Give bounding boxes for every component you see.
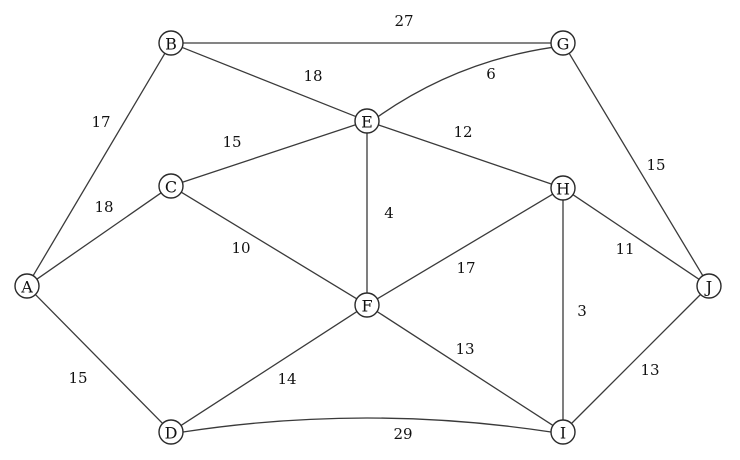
edge-a-b (32, 52, 166, 277)
edge-weight-i-j: 13 (640, 361, 659, 379)
edge-weight-b-e: 18 (303, 67, 322, 85)
node-circle (158, 419, 184, 445)
node-label: J (704, 278, 712, 297)
edge-e-h (378, 124, 552, 185)
edge-f-h (376, 193, 554, 300)
edge-weight-h-i: 3 (577, 302, 587, 320)
edge-weight-e-f: 4 (384, 204, 394, 222)
edge-h-j (572, 194, 700, 280)
edge-b-e (181, 46, 357, 118)
edge-weight-e-h: 12 (453, 123, 472, 141)
node-label: G (557, 35, 570, 54)
node-label: D (165, 424, 178, 443)
edge-f-i (376, 310, 554, 427)
node-c: C (158, 173, 184, 199)
edge-c-f (180, 191, 358, 300)
edge-weight-a-d: 15 (68, 369, 87, 387)
edge-weight-a-b: 17 (91, 113, 110, 131)
node-circle (158, 30, 184, 56)
node-label: C (165, 178, 177, 197)
node-e: E (354, 108, 380, 134)
node-circle (550, 419, 576, 445)
node-circle (354, 292, 380, 318)
edge-weight-f-h: 17 (456, 259, 475, 277)
edge-weight-f-i: 13 (455, 340, 474, 358)
edge-weight-h-j: 11 (615, 240, 634, 258)
edge-weight-d-i: 29 (393, 425, 412, 443)
edge-d-f (180, 310, 358, 427)
edge-a-c (36, 192, 162, 280)
node-label: H (556, 180, 570, 199)
node-label: E (361, 113, 373, 132)
edge-i-j (571, 294, 701, 424)
nodes-layer: A B C D E F G H I J (14, 30, 722, 445)
edge-c-e (182, 124, 356, 183)
edge-weight-b-g: 27 (394, 12, 413, 30)
node-circle (14, 273, 40, 299)
node-label: I (560, 424, 566, 443)
edge-e-g (377, 46, 552, 118)
edge-weight-d-f: 14 (277, 370, 296, 388)
edge-a-d (34, 294, 164, 424)
edge-weight-c-e: 15 (222, 133, 241, 151)
edge-weight-c-f: 10 (231, 239, 250, 257)
node-h: H (550, 175, 576, 201)
node-label: A (20, 278, 33, 297)
node-i: I (550, 419, 576, 445)
node-j: J (696, 273, 722, 299)
node-f: F (354, 292, 380, 318)
edge-g-j (568, 52, 704, 277)
node-circle (550, 30, 576, 56)
edge-weight-a-c: 18 (94, 198, 113, 216)
node-label: B (165, 35, 177, 54)
node-circle (550, 175, 576, 201)
node-d: D (158, 419, 184, 445)
node-a: A (14, 273, 40, 299)
node-circle (696, 273, 722, 299)
edge-d-i (182, 417, 552, 433)
node-g: G (550, 30, 576, 56)
node-circle (354, 108, 380, 134)
node-circle (158, 173, 184, 199)
edge-weight-g-j: 15 (646, 156, 665, 174)
node-label: F (361, 297, 372, 316)
edges-layer: 27 17 18 6 15 12 15 18 4 10 11 17 3 13 15 14 13 29 (32, 12, 704, 443)
node-b: B (158, 30, 184, 56)
edge-weight-e-g: 6 (486, 65, 496, 83)
